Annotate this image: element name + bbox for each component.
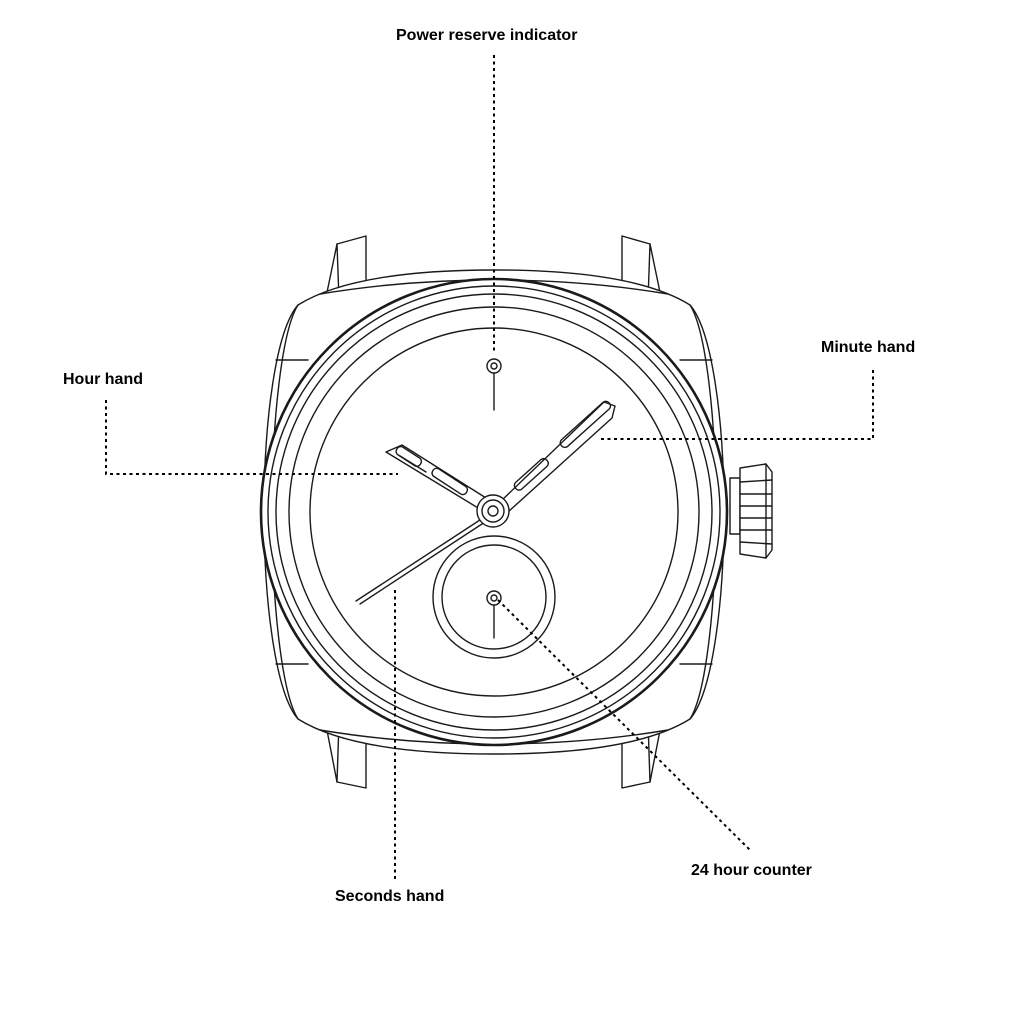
seconds-hand <box>355 517 486 605</box>
power-reserve-label: Power reserve indicator <box>396 27 578 44</box>
minute-hand-label: Minute hand <box>821 339 916 356</box>
crown <box>729 463 773 559</box>
leader-24-hour-counter <box>497 599 751 851</box>
24-hour-subdial <box>432 535 556 659</box>
hour-hand-label: Hour hand <box>63 371 143 388</box>
center-pinion <box>476 494 510 528</box>
power-reserve-hand <box>486 358 502 411</box>
seconds-hand-label: Seconds hand <box>335 888 445 905</box>
24-hour-counter-label: 24 hour counter <box>691 862 812 879</box>
leader-hour-hand <box>105 400 398 475</box>
